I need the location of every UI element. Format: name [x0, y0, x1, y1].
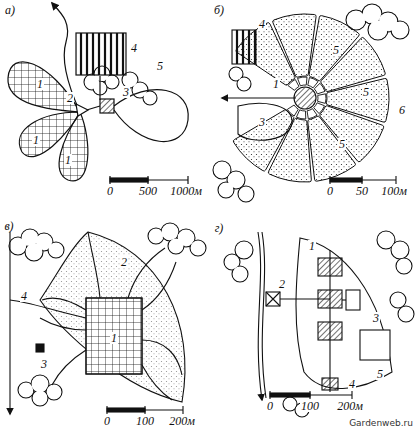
- callout-number: 3: [40, 358, 48, 370]
- callout-number: 6: [398, 104, 406, 116]
- callout-number: 1: [36, 78, 44, 90]
- callout-number: 2: [278, 278, 286, 290]
- callout-number: 2: [120, 256, 128, 268]
- callout-number: 4: [20, 290, 28, 302]
- callout-number: 1: [32, 134, 40, 146]
- callout-number: 1: [308, 240, 316, 252]
- scale-value: 100: [135, 415, 155, 427]
- callout-number: 5: [156, 60, 164, 72]
- scale-value: 100: [300, 400, 320, 412]
- tree-mass: [229, 67, 251, 91]
- tree-mass: [122, 72, 157, 105]
- scale-value: 1000м: [169, 185, 203, 197]
- callout-number: 5: [376, 368, 384, 380]
- callout-number: 1: [64, 154, 72, 166]
- callout-number: 4: [348, 378, 356, 390]
- terrace-sector: [273, 14, 316, 77]
- panel-letter: б): [213, 4, 225, 16]
- callout-number: 2: [66, 92, 74, 104]
- scale-value: 0: [326, 185, 334, 197]
- scale-value: 0: [103, 415, 111, 427]
- callout-number: 3: [258, 116, 266, 128]
- panel-letter: г): [214, 222, 225, 234]
- tree-mass: [224, 241, 253, 282]
- watermark: Gardenweb.ru: [348, 419, 414, 428]
- panel-letter: а): [4, 4, 16, 16]
- scale-value: 200м: [336, 400, 364, 412]
- tree-mass: [213, 161, 254, 202]
- scale-value: 50: [355, 185, 369, 197]
- tree-mass: [9, 229, 64, 261]
- callout-number: 5: [362, 86, 370, 98]
- panel-letter: в): [3, 220, 14, 232]
- scale-value: 100м: [380, 185, 408, 197]
- scale-value: 0: [266, 400, 274, 412]
- scale-value: 0: [106, 185, 114, 197]
- callout-number: 3: [122, 86, 130, 98]
- scale-value: 500: [138, 185, 158, 197]
- callout-number: 4: [258, 18, 266, 30]
- tree-mass: [377, 231, 412, 274]
- callout-number: 5: [338, 138, 346, 150]
- callout-number: 1: [272, 78, 280, 90]
- callout-number: 4: [130, 42, 138, 54]
- callout-number: 3: [372, 312, 380, 324]
- callout-number: 1: [110, 332, 118, 344]
- tree-mass: [390, 292, 414, 322]
- tree-mass: [148, 223, 206, 256]
- terrace-sector: [308, 116, 356, 181]
- callout-number: 5: [332, 44, 340, 56]
- scale-value: 200м: [168, 415, 196, 427]
